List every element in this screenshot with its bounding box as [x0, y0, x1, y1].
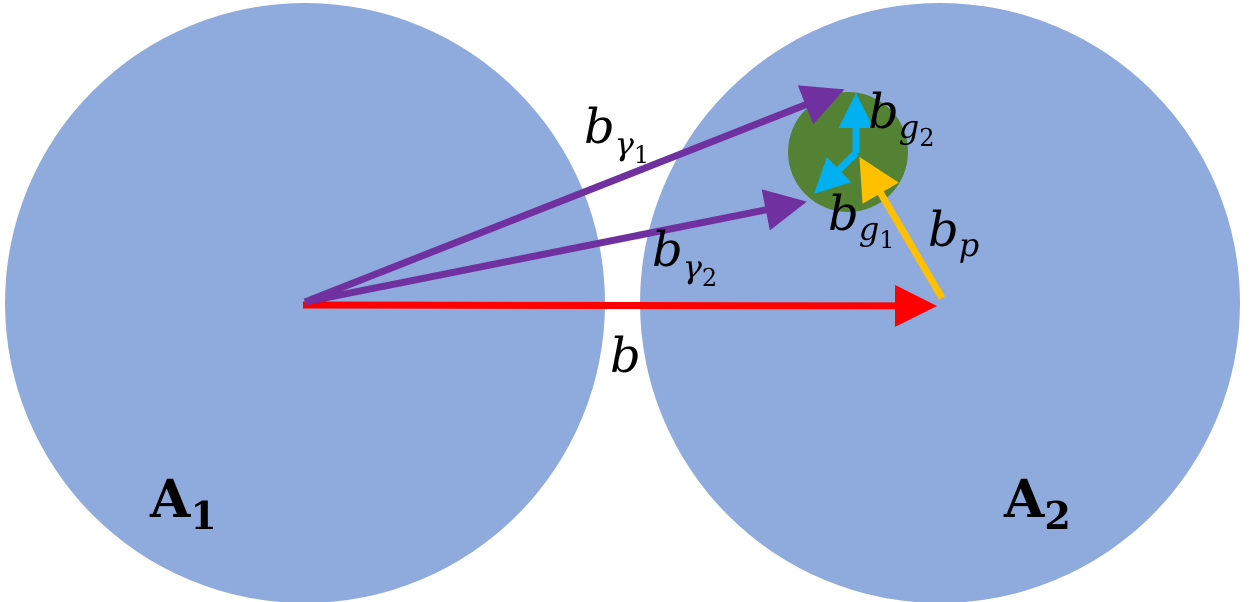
vector-b-g1 — [813, 150, 859, 194]
label-b-g2: bg2 — [868, 84, 935, 152]
vector-b-gamma2 — [304, 189, 807, 306]
label-nucleus-a2: A2 — [1003, 469, 1071, 538]
vector-b-p — [859, 156, 946, 300]
vector-b-gamma1 — [303, 85, 845, 306]
label-b-gamma2: bγ2 — [652, 222, 717, 292]
impact-vector-b — [302, 284, 937, 327]
label-nucleus-a1: A1 — [149, 469, 217, 538]
label-b-p: bp — [928, 202, 979, 264]
label-b-g1: bg1 — [828, 186, 895, 254]
label-b: b — [610, 328, 641, 384]
label-b-gamma1: bγ1 — [584, 99, 649, 169]
